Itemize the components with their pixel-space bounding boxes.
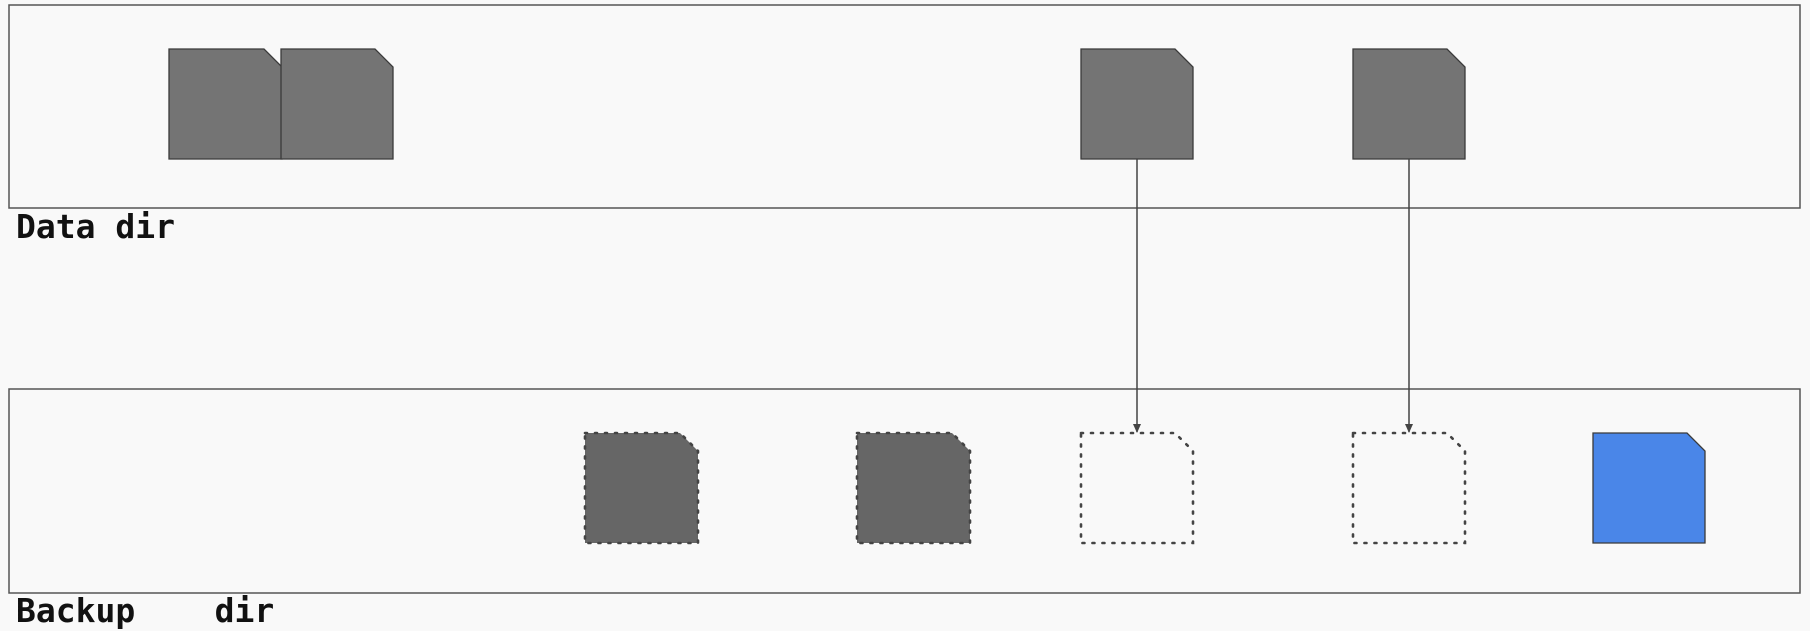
data-file-3 <box>1080 48 1194 160</box>
backup-file-new <box>1592 432 1706 544</box>
backup-file-2 <box>855 431 972 545</box>
data-file-1 <box>168 48 283 160</box>
backup-file-placeholder-1 <box>1079 431 1195 545</box>
backup-dir-label: Backup dir <box>16 591 275 630</box>
data-file-4 <box>1352 48 1466 160</box>
backup-file-placeholder-2 <box>1351 431 1467 545</box>
backup-file-1 <box>583 431 700 545</box>
data-dir-label: Data dir <box>16 207 175 246</box>
data-file-2 <box>280 48 394 160</box>
